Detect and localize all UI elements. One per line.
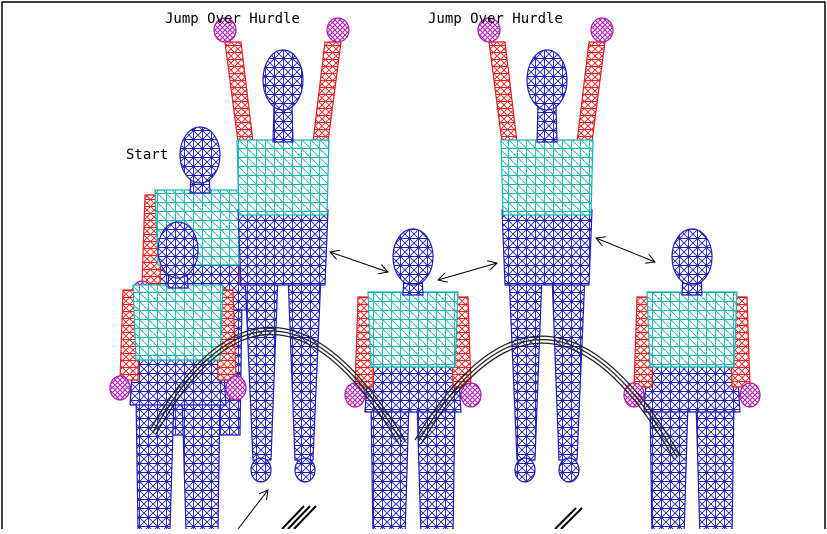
figure-jump-2 bbox=[478, 18, 613, 482]
jump-over-hurdle-label-right: Jump Over Hurdle bbox=[428, 11, 563, 27]
transition-arrow-3 bbox=[596, 238, 655, 262]
hurdle-foot-right bbox=[555, 508, 582, 529]
start-label: Start bbox=[126, 147, 168, 163]
hurdle-foot-left bbox=[282, 506, 316, 529]
transition-arrow-1 bbox=[330, 252, 388, 272]
jump-over-hurdle-label-left: Jump Over Hurdle bbox=[165, 11, 300, 27]
bottom-arrow bbox=[238, 490, 268, 529]
transition-arrow-2 bbox=[438, 263, 497, 280]
figure-end bbox=[624, 229, 760, 529]
